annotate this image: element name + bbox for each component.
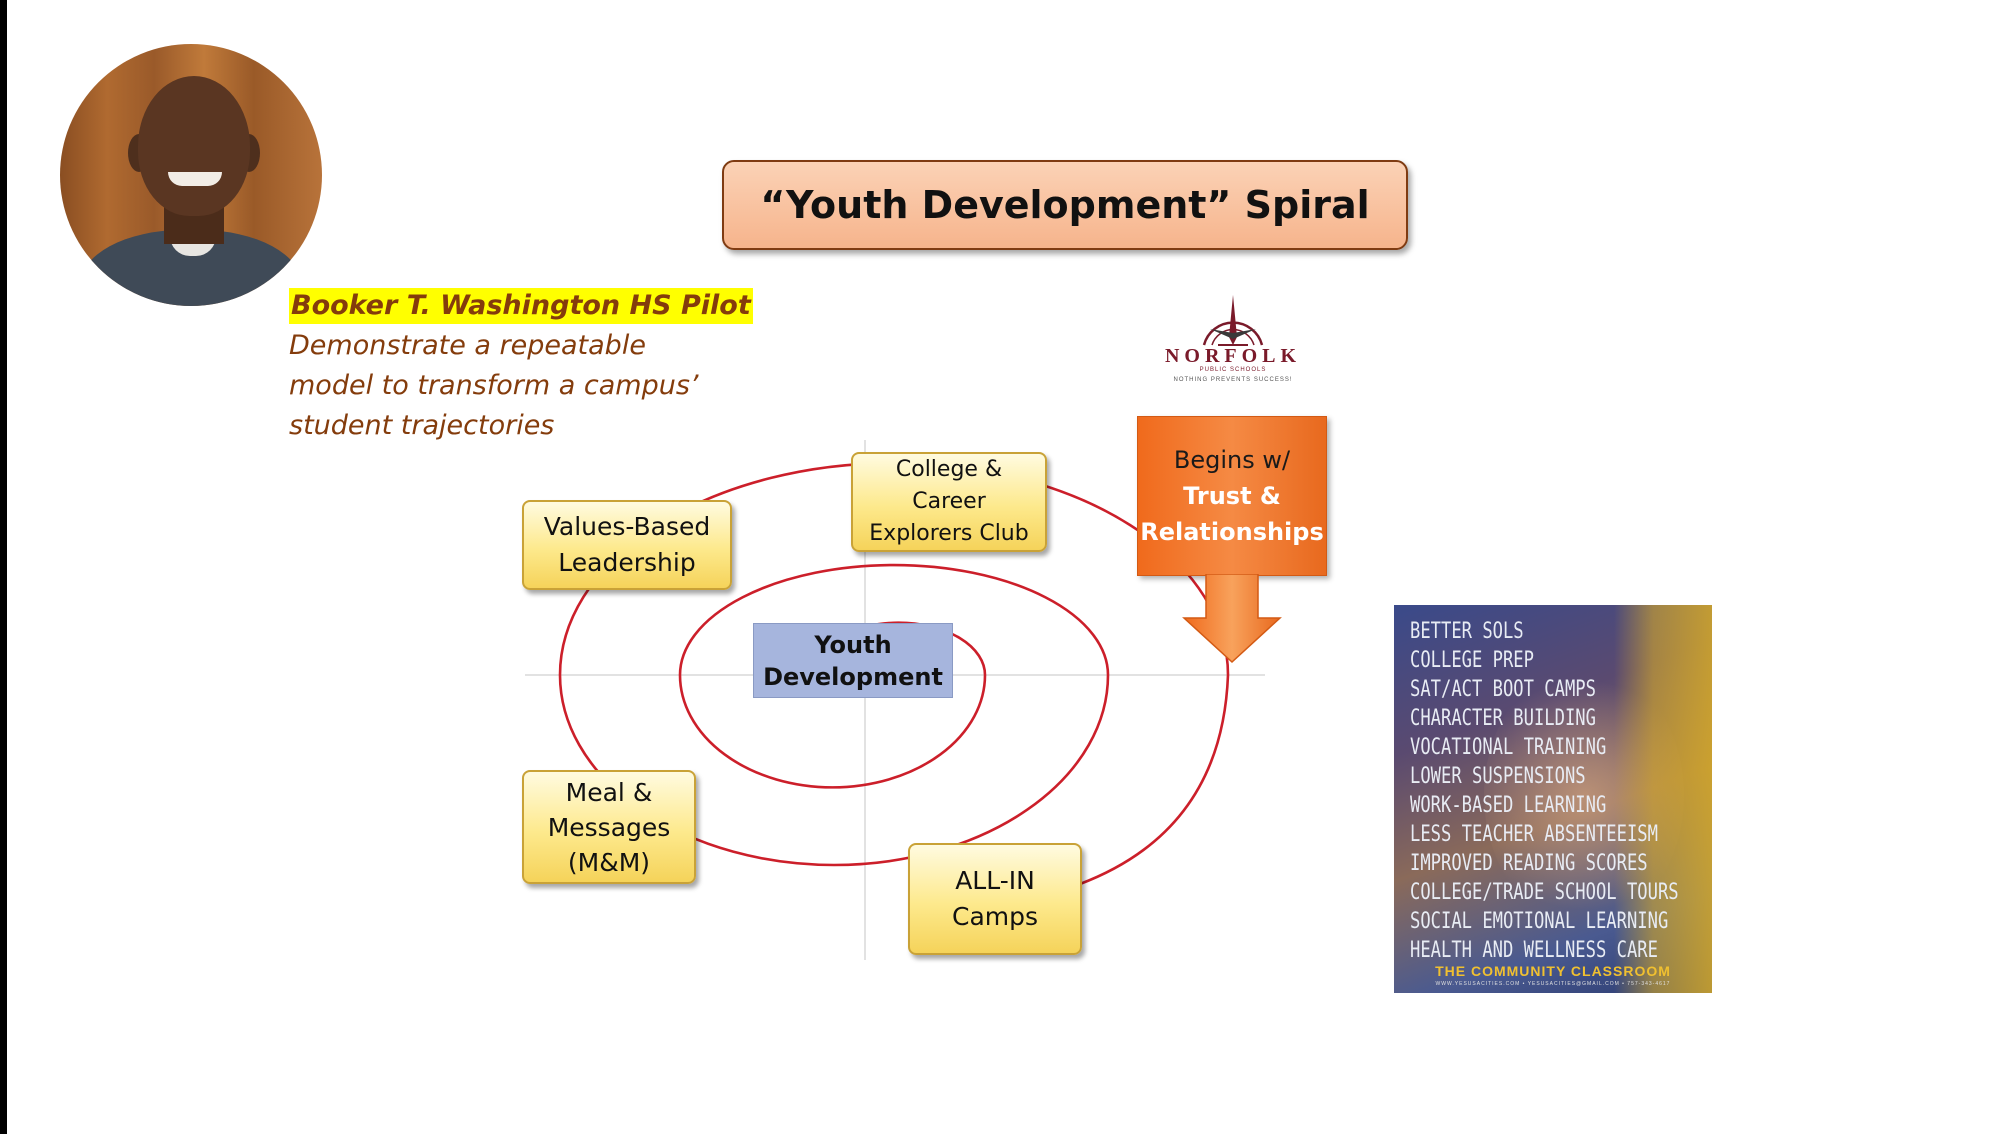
step-label: (M&M) — [568, 845, 650, 880]
poster-footer: THE COMMUNITY CLASSROOM — [1394, 963, 1712, 979]
step-all-in-camps: ALL-IN Camps — [908, 843, 1082, 955]
step-label: Career — [912, 486, 986, 518]
center-youth-development: Youth Development — [753, 623, 953, 698]
poster-item: COLLEGE PREP — [1410, 646, 1679, 675]
poster-item: WORK-BASED LEARNING — [1410, 791, 1679, 820]
poster-item: HEALTH AND WELLNESS CARE — [1410, 936, 1679, 965]
trust-relationships-callout: Begins w/ Trust & Relationships — [1137, 416, 1327, 576]
step-label: ALL-IN — [955, 863, 1035, 899]
step-meal-messages: Meal & Messages (M&M) — [522, 770, 696, 884]
poster-item: CHARACTER BUILDING — [1410, 704, 1679, 733]
step-label: Leadership — [558, 545, 695, 581]
center-label: Development — [763, 661, 943, 693]
step-college-career-explorers: College & Career Explorers Club — [851, 452, 1047, 552]
step-label: College & — [896, 454, 1002, 486]
poster-item: SOCIAL EMOTIONAL LEARNING — [1410, 907, 1679, 936]
poster-item: LESS TEACHER ABSENTEEISM — [1410, 820, 1679, 849]
poster-item: VOCATIONAL TRAINING — [1410, 733, 1679, 762]
step-values-based-leadership: Values-Based Leadership — [522, 500, 732, 590]
callout-line-bold: Trust & — [1183, 478, 1281, 514]
step-label: Values-Based — [544, 509, 711, 545]
poster-item: IMPROVED READING SCORES — [1410, 849, 1679, 878]
poster-item: COLLEGE/TRADE SCHOOL TOURS — [1410, 878, 1679, 907]
step-label: Explorers Club — [869, 518, 1028, 550]
poster-benefits-list: BETTER SOLS COLLEGE PREP SAT/ACT BOOT CA… — [1410, 617, 1679, 965]
callout-line-bold: Relationships — [1140, 514, 1324, 550]
callout-line: Begins w/ — [1174, 442, 1290, 478]
down-arrow-icon — [1180, 574, 1284, 664]
step-label: Messages — [548, 810, 671, 845]
step-label: Meal & — [566, 775, 653, 810]
logo-subtitle: PUBLIC SCHOOLS — [1148, 367, 1318, 373]
poster-item: LOWER SUSPENSIONS — [1410, 762, 1679, 791]
poster-item: BETTER SOLS — [1410, 617, 1679, 646]
compass-icon — [1148, 293, 1318, 349]
community-classroom-poster: BETTER SOLS COLLEGE PREP SAT/ACT BOOT CA… — [1394, 605, 1712, 993]
poster-contact: WWW.YESUSACITIES.COM • YESUSACITIES@GMAI… — [1394, 981, 1712, 987]
step-label: Camps — [952, 899, 1038, 935]
center-label: Youth — [814, 629, 891, 661]
poster-item: SAT/ACT BOOT CAMPS — [1410, 675, 1679, 704]
norfolk-schools-logo: NORFOLK PUBLIC SCHOOLS NOTHING PREVENTS … — [1148, 293, 1318, 389]
logo-wordmark: NORFOLK — [1148, 345, 1318, 368]
logo-tagline: NOTHING PREVENTS SUCCESS! — [1148, 377, 1318, 383]
